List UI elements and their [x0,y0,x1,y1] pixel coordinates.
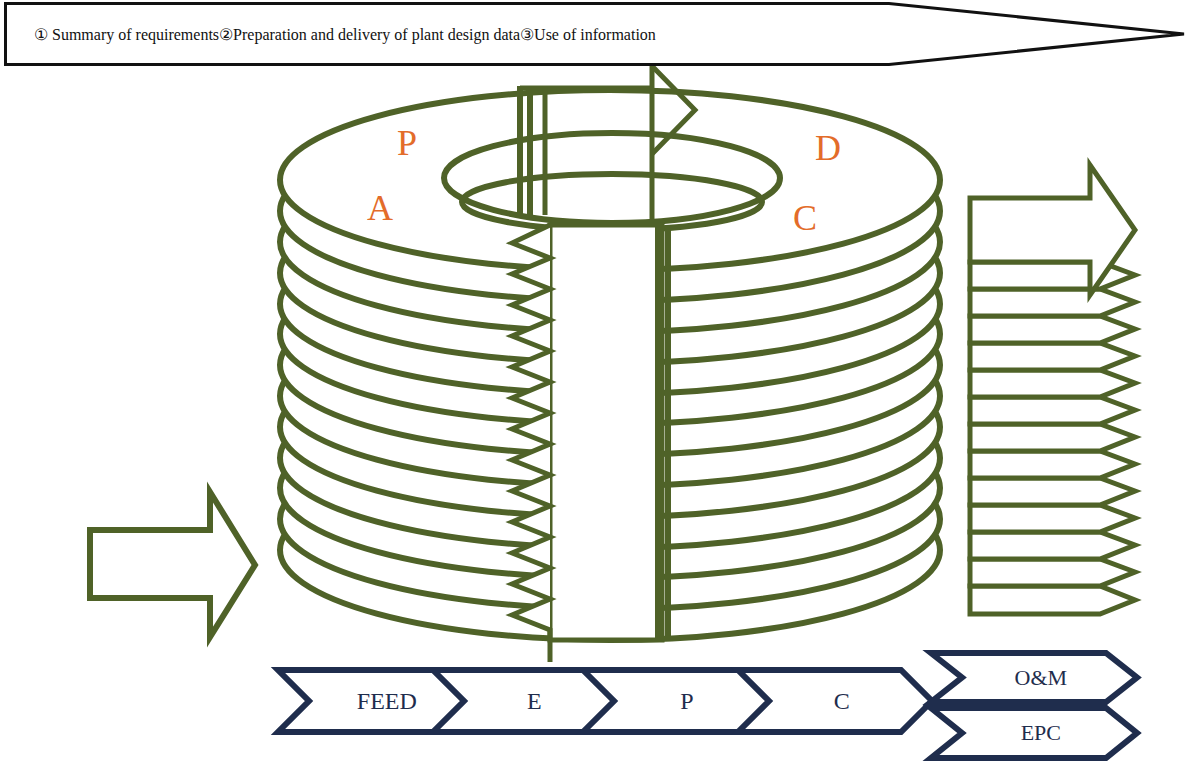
pdca-letter: P [397,122,417,164]
phase-label: O&M [1015,665,1068,691]
chevron-shape [738,670,932,732]
chevron-shape [931,653,1137,702]
banner-arrow: ① Summary of requirements②Preparation an… [4,2,1186,66]
chevron-shape [931,708,1137,758]
banner-text: ① Summary of requirements②Preparation an… [34,25,656,44]
phase-label: P [680,688,693,715]
pdca-letter: C [793,197,817,239]
pdca-letter: D [815,127,841,169]
pdca-letter: A [367,187,393,229]
input-arrow [90,492,255,637]
phase-chevron: O&M [928,650,1140,705]
banner-shape [6,4,1185,65]
phase-label: EPC [1021,720,1061,746]
stacked-discs [280,90,940,640]
phase-label: C [834,688,850,715]
phase-label: FEED [357,688,417,715]
phase-chevron: EPC [928,705,1140,761]
disc-hole [444,133,780,230]
vertical-band [512,225,668,662]
phase-chevron: C [735,667,935,735]
top-arrow [520,66,695,235]
phase-label: E [527,688,542,715]
output-arrows [970,165,1135,614]
